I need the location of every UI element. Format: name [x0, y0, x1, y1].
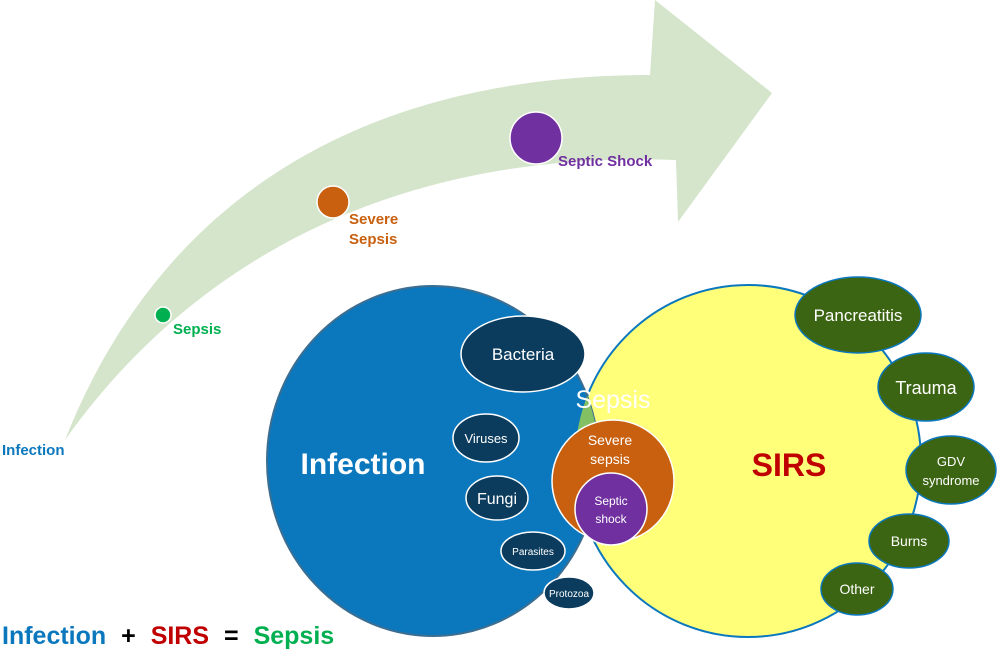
equation-plus: +: [121, 622, 136, 650]
sirs-cause-pancreatitis-label: Pancreatitis: [814, 306, 903, 325]
progression-severe-label-line2: Sepsis: [349, 231, 397, 248]
equation-sirs: SIRS: [150, 622, 210, 650]
cause-parasites: [500, 531, 566, 571]
septic-shock-dot: [509, 111, 563, 165]
cause-viruses-label: Viruses: [464, 431, 508, 446]
cause-parasites-label: Parasites: [512, 547, 554, 558]
progression-arrow: [65, 0, 772, 440]
venn-infection-label: Infection: [301, 448, 426, 481]
progression-sepsis-label: Sepsis: [173, 321, 221, 338]
cause-fungi-label: Fungi: [477, 491, 517, 508]
sirs-cause-burns-label: Burns: [891, 533, 928, 549]
venn-septic-shock-line1: Septic: [594, 494, 627, 508]
venn-septic-shock-line2: shock: [595, 512, 627, 526]
venn-severe-label-line2: sepsis: [590, 451, 630, 467]
sepsis-dot: [154, 306, 172, 324]
sirs-cause-gdv: [905, 435, 997, 505]
sirs-cause-pancreatitis: [794, 276, 922, 354]
cause-protozoa-label: Protozoa: [549, 589, 589, 600]
sirs-cause-gdv-label-line2: syndrome: [922, 473, 979, 488]
cause-protozoa: [543, 576, 595, 610]
progression-septic-shock-label: Septic Shock: [558, 153, 653, 170]
sirs-cause-other: [820, 562, 894, 616]
sirs-cause-burns: [868, 513, 950, 569]
equation-sepsis: Sepsis: [253, 622, 335, 650]
septic-shock-circle: [574, 472, 648, 546]
equation-equals: =: [224, 622, 239, 650]
venn-sirs-label: SIRS: [752, 447, 827, 483]
cause-viruses: [452, 413, 520, 463]
progression-infection-label: Infection: [2, 442, 65, 459]
cause-bacteria-label: Bacteria: [492, 345, 555, 364]
venn-sepsis-label: Sepsis: [575, 386, 650, 414]
sirs-cause-trauma-label: Trauma: [895, 378, 957, 398]
severe-sepsis-dot: [316, 185, 350, 219]
sirs-cause-trauma: [877, 352, 975, 422]
venn-severe-label-line1: Severe: [588, 432, 633, 448]
equation-infection: Infection: [2, 622, 107, 650]
cause-bacteria: [460, 315, 586, 393]
progression-severe-label-line1: Severe: [349, 211, 398, 228]
cause-fungi: [465, 475, 529, 521]
sirs-cause-gdv-label-line1: GDV: [937, 454, 966, 469]
sirs-cause-other-label: Other: [839, 581, 874, 597]
sepsis-equation: Infection + SIRS = Sepsis: [2, 622, 342, 651]
